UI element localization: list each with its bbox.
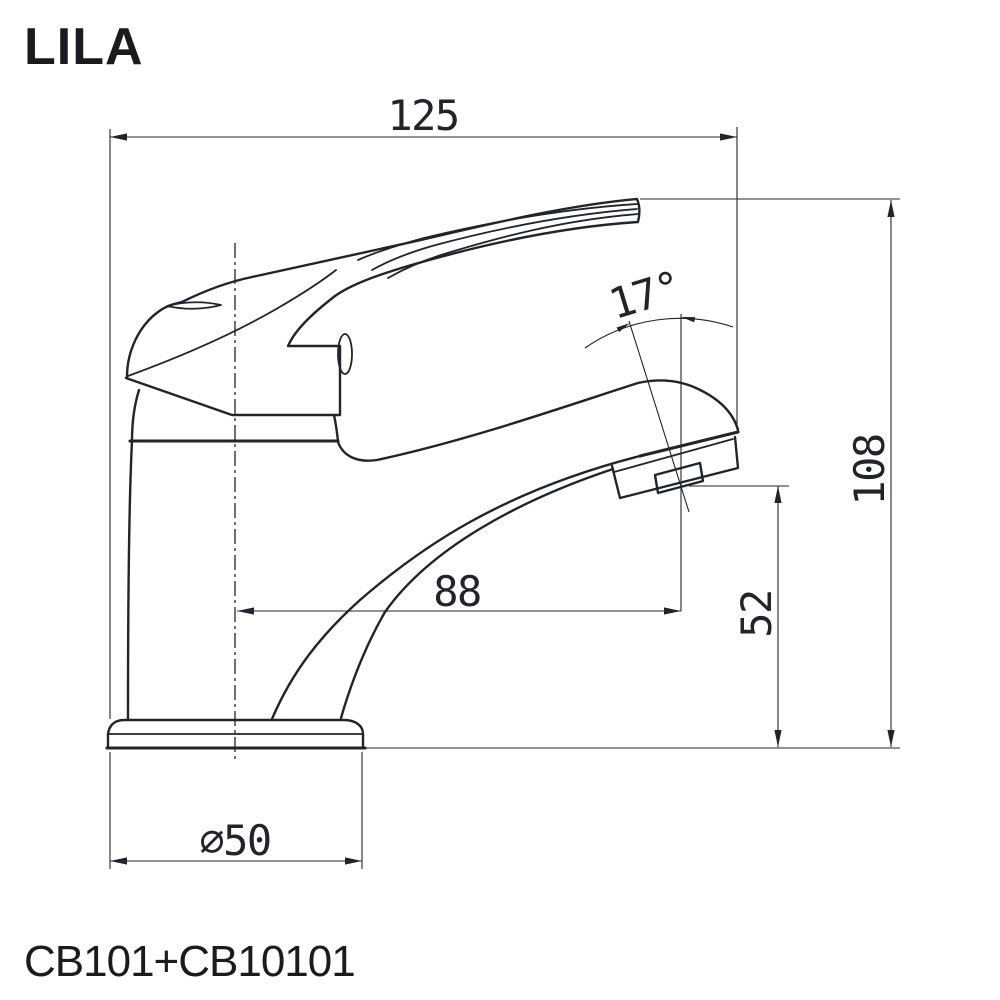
angle-arc — [584, 317, 734, 349]
brand-title: LILA — [24, 18, 144, 76]
lever-contour-line — [357, 203, 638, 261]
arrowhead-arc-left — [616, 323, 630, 333]
arrowhead-right — [345, 857, 362, 865]
faucet-drawing — [105, 197, 740, 763]
handle-lever-outline — [124, 197, 641, 417]
dimension-outlet-height: 52 — [689, 485, 789, 747]
spout-underside-inner — [339, 467, 615, 720]
spout-cap-seam — [638, 430, 740, 458]
arrowhead-left — [110, 857, 127, 865]
aerator-nozzle — [653, 461, 705, 495]
dimension-outlet-angle: 17° — [584, 261, 734, 611]
body-left-edge — [126, 439, 134, 721]
aerator-housing — [610, 435, 740, 500]
dimension-overall-length: 125 — [109, 91, 738, 719]
arrowhead-top — [774, 486, 782, 503]
dimension-value-125: 125 — [387, 91, 458, 140]
dimension-overall-height: 108 — [366, 198, 900, 749]
arrowhead-left — [237, 607, 254, 615]
angle-reference-slant-line — [628, 320, 690, 513]
arrowhead-bottom — [887, 730, 895, 747]
base-flange-top — [106, 718, 365, 736]
lever-contour-line — [387, 213, 639, 279]
dimension-spout-reach: 88 — [237, 567, 681, 616]
aerator-housing-inner-line — [613, 438, 734, 473]
arrowhead-bottom — [774, 730, 782, 747]
arrowhead-right — [664, 607, 681, 615]
arrowhead-right — [720, 133, 737, 141]
spout-top-edge — [336, 381, 640, 462]
neck-right-edge — [332, 413, 340, 443]
arrowhead-arc-right — [681, 317, 696, 323]
dimension-value-52: 52 — [732, 590, 781, 638]
neck-left-edge — [130, 388, 141, 443]
spout-end-cap — [636, 379, 740, 432]
dimension-base-diameter: ⌀50 — [109, 752, 363, 869]
lever-contour-line — [371, 208, 638, 271]
arrowhead-top — [887, 200, 895, 217]
spout-underside-outer — [270, 454, 642, 721]
dimension-value-108: 108 — [845, 434, 894, 505]
arrowhead-left — [110, 133, 127, 141]
dome-highlight-lens — [166, 301, 222, 310]
product-code-label: CB101+CB10101 — [24, 937, 355, 986]
handle-dome-contour — [127, 269, 337, 377]
screw-cover-oval — [337, 333, 353, 375]
dimension-value-88: 88 — [433, 567, 481, 616]
dimension-value-diameter-50: ⌀50 — [199, 816, 270, 865]
